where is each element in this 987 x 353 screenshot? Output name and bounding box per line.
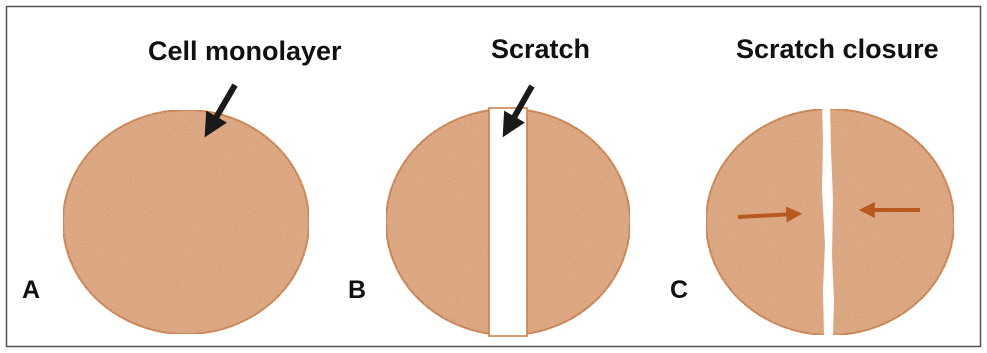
panel-a-letter: A [22,276,40,304]
panel-c-letter: C [670,276,688,304]
panel-a-title: Cell monolayer [148,36,342,66]
cell-monolayer-dish [63,110,309,334]
scratch-gap [489,108,527,336]
panel-c-title: Scratch closure [736,34,939,64]
panel-a: Cell monolayer A [22,36,342,334]
panel-c: Scratch closure C [670,34,954,336]
panel-b: Scratch B [348,34,630,336]
panel-b-letter: B [348,276,366,304]
panel-b-title: Scratch [491,34,590,64]
